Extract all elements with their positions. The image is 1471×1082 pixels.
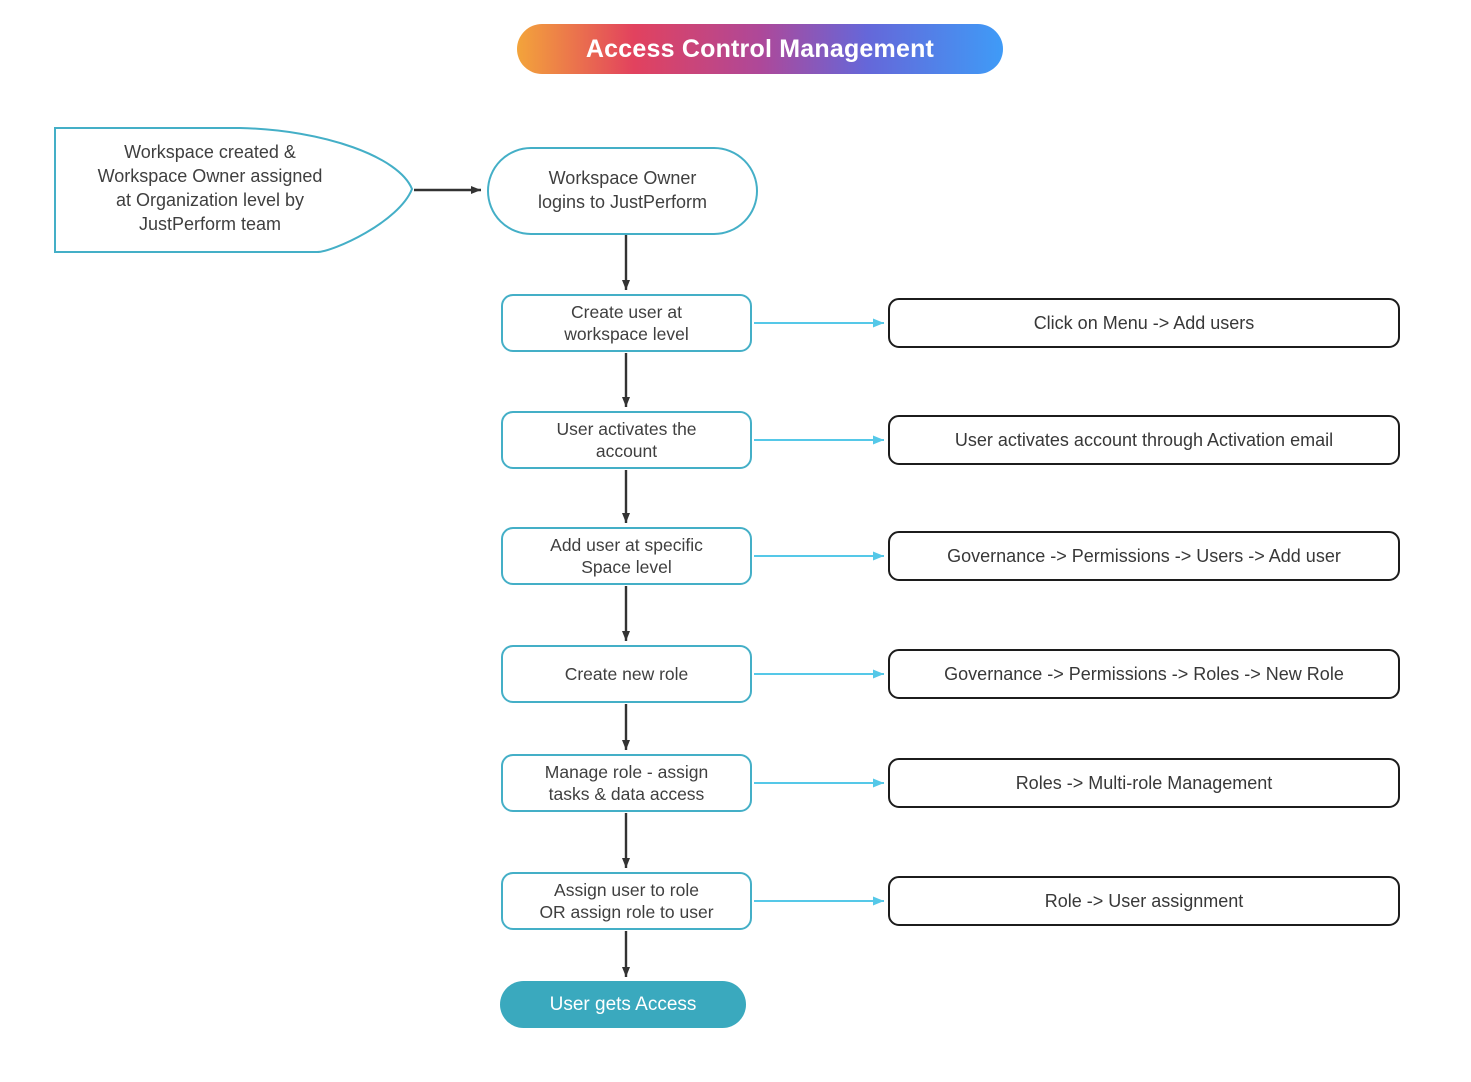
step-line: Manage role - assign <box>544 761 709 782</box>
diagram-title: Access Control Management <box>585 34 935 63</box>
detail-node-multirole: Roles -> Multi-role Management <box>888 758 1400 808</box>
detail-node-permissions-users: Governance -> Permissions -> Users -> Ad… <box>888 531 1400 581</box>
end-label: User gets Access <box>549 993 697 1015</box>
detail-node-activation-email: User activates account through Activatio… <box>888 415 1400 465</box>
start-line: at Organization level by <box>115 190 305 210</box>
start-line: Workspace Owner assigned <box>97 166 323 187</box>
start-line: JustPerform team <box>138 213 282 234</box>
step-line: Create new role <box>564 663 689 684</box>
start-node: Workspace created & Workspace Owner assi… <box>62 133 358 245</box>
step-node-activate-account: User activates the account <box>501 411 752 469</box>
login-line: logins to JustPerform <box>537 192 708 212</box>
detail-node-add-users: Click on Menu -> Add users <box>888 298 1400 348</box>
start-line: Workspace created & <box>124 142 296 163</box>
detail-text: Roles -> Multi-role Management <box>1015 772 1273 793</box>
detail-node-user-assignment: Role -> User assignment <box>888 876 1400 926</box>
detail-text: Role -> User assignment <box>1044 890 1244 911</box>
step-line: Add user at specific <box>550 534 703 555</box>
detail-arrows <box>754 318 884 906</box>
detail-node-permissions-roles: Governance -> Permissions -> Roles -> Ne… <box>888 649 1400 699</box>
step-node-assign-user-role: Assign user to role OR assign role to us… <box>501 872 752 930</box>
step-line: OR assign role to user <box>539 902 714 922</box>
start-shape <box>54 127 414 253</box>
step-line: Assign user to role <box>554 879 699 900</box>
step-node-create-user: Create user at workspace level <box>501 294 752 352</box>
detail-text: Governance -> Permissions -> Users -> Ad… <box>947 545 1341 566</box>
step-line: tasks & data access <box>548 784 705 804</box>
title-pill: Access Control Management <box>517 24 1003 74</box>
step-line: account <box>595 441 658 461</box>
step-node-manage-role: Manage role - assign tasks & data access <box>501 754 752 812</box>
step-line: Space level <box>581 557 672 577</box>
login-node: Workspace Owner logins to JustPerform <box>487 147 758 235</box>
detail-text: Governance -> Permissions -> Roles -> Ne… <box>944 663 1344 684</box>
step-line: workspace level <box>564 324 689 344</box>
end-node: User gets Access <box>500 981 746 1028</box>
step-line: User activates the <box>556 418 697 439</box>
login-line: Workspace Owner <box>548 168 697 189</box>
detail-text: Click on Menu -> Add users <box>1033 312 1255 333</box>
step-node-add-user-space: Add user at specific Space level <box>501 527 752 585</box>
step-node-create-role: Create new role <box>501 645 752 703</box>
step-line: Create user at <box>571 301 682 322</box>
detail-text: User activates account through Activatio… <box>954 429 1334 450</box>
